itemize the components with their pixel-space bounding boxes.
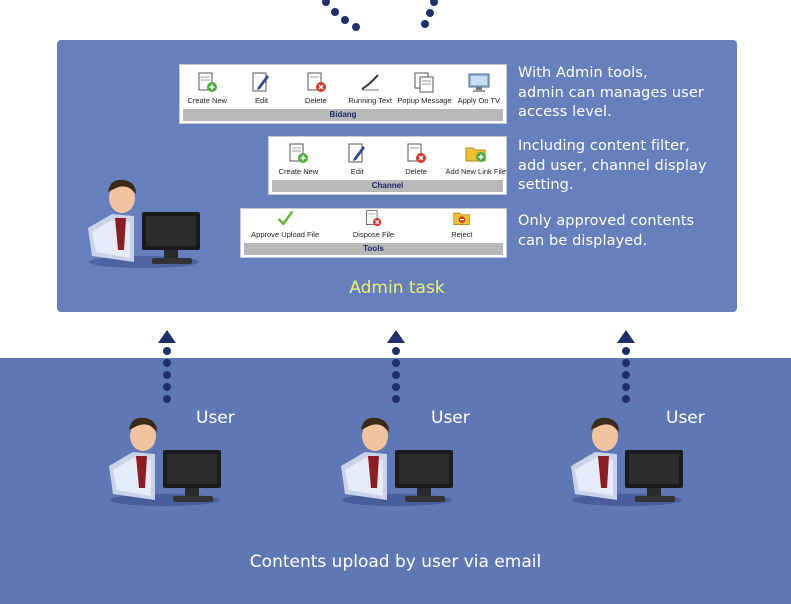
running-text-button[interactable]: Running Text: [343, 65, 397, 109]
user-computer-icon: [571, 417, 683, 506]
popup-message-icon: [414, 72, 434, 93]
tool-label: Delete: [405, 167, 427, 176]
toolbar-title: Bidang: [183, 109, 503, 121]
toolbar-title: Tools: [244, 243, 503, 255]
footer-caption: Contents upload by user via email: [249, 552, 542, 572]
tool-label: Add New Link File: [445, 167, 506, 176]
edit-icon: [348, 143, 366, 163]
reject-folder-icon: [453, 212, 470, 225]
admin-tools-description: With Admin tools, admin can manages user…: [518, 65, 704, 120]
add-new-link-file-button[interactable]: Add New Link File: [446, 137, 506, 180]
tool-label: Create New: [278, 167, 319, 176]
tools-toolbar-items: Approve Upload File Dispose File Reject: [241, 209, 506, 243]
running-text-icon: [361, 74, 380, 91]
arrow-up-icon: [387, 330, 405, 343]
admin-panel: Create New Edit Delete Running Text Popu…: [57, 40, 737, 312]
tool-label: Apply On TV: [457, 96, 500, 105]
arrow-up-icon: [158, 330, 176, 343]
channel-toolbar: Create New Edit Delete Add New Link File…: [268, 136, 507, 195]
approve-check-icon: [277, 210, 294, 226]
user-label: User: [196, 408, 235, 428]
tool-label: Approve Upload File: [251, 230, 320, 239]
apply-on-tv-icon: [468, 73, 490, 92]
tool-label: Dispose File: [352, 230, 395, 239]
add-link-file-icon: [465, 147, 486, 162]
user-label: User: [431, 408, 470, 428]
user-3-connector: [617, 330, 637, 405]
create-new-icon: [289, 143, 309, 163]
approved-contents-description: Only approved contents can be displayed.: [518, 213, 695, 249]
user-computer-icon: [341, 417, 453, 506]
popup-message-button[interactable]: Popup Message: [397, 65, 452, 109]
bidang-toolbar: Create New Edit Delete Running Text Popu…: [179, 64, 507, 124]
admin-computer-user-icon: [88, 179, 200, 268]
toolbar-title: Channel: [272, 180, 503, 192]
delete-button[interactable]: Delete: [387, 137, 446, 180]
tool-label: Popup Message: [397, 96, 452, 105]
user-1-connector: [158, 330, 178, 405]
approve-upload-file-button[interactable]: Approve Upload File: [241, 209, 329, 243]
apply-on-tv-button[interactable]: Apply On TV: [452, 65, 506, 109]
edit-icon: [252, 72, 270, 92]
channel-toolbar-items: Create New Edit Delete Add New Link File: [269, 137, 506, 180]
create-new-button[interactable]: Create New: [180, 65, 234, 109]
tool-label: Edit: [350, 167, 364, 176]
user-2-connector: [387, 330, 407, 405]
delete-button[interactable]: Delete: [289, 65, 343, 109]
tool-label: Create New: [187, 96, 227, 105]
content-filter-description: Including content filter, add user, chan…: [518, 138, 707, 193]
dispose-file-button[interactable]: Dispose File: [329, 209, 417, 243]
create-new-button[interactable]: Create New: [269, 137, 328, 180]
admin-task-caption: Admin task: [349, 278, 445, 298]
delete-icon: [307, 72, 326, 92]
reject-button[interactable]: Reject: [418, 209, 506, 243]
edit-button[interactable]: Edit: [234, 65, 288, 109]
delete-icon: [407, 143, 427, 163]
tools-toolbar: Approve Upload File Dispose File Reject …: [240, 208, 507, 258]
user-computer-icon: [109, 417, 221, 506]
edit-button[interactable]: Edit: [328, 137, 387, 180]
tool-label: Reject: [451, 230, 473, 239]
dispose-file-icon: [366, 210, 382, 227]
bidang-toolbar-items: Create New Edit Delete Running Text Popu…: [180, 65, 506, 109]
user-label: User: [666, 408, 705, 428]
create-new-icon: [198, 72, 218, 92]
tool-label: Running Text: [348, 96, 392, 105]
arrow-up-icon: [617, 330, 635, 343]
tool-label: Edit: [255, 96, 268, 105]
tool-label: Delete: [304, 96, 327, 105]
